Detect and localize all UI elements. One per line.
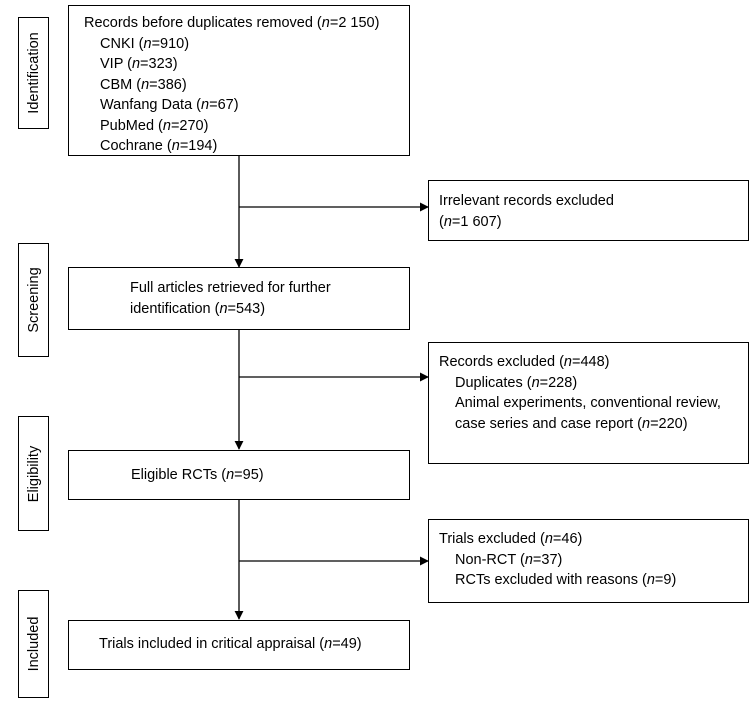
stage-screening: Screening — [18, 243, 49, 357]
eligible-lines: Eligible RCTs (n=95) — [131, 465, 409, 486]
count-value: 228 — [548, 374, 573, 391]
box-line: PubMed (n=270) — [100, 117, 209, 134]
box-line: case series and case report (n=220) — [455, 415, 688, 432]
records-excluded-lines: Records excluded (n=448) Duplicates (n=22… — [439, 352, 748, 434]
stage-included: Included — [18, 590, 49, 698]
box-line: CNKI (n=910) — [100, 35, 190, 52]
stage-eligibility: Eligibility — [18, 416, 49, 531]
included-lines: Trials included in critical appraisal (n… — [99, 634, 409, 655]
count-value: 270 — [179, 117, 204, 134]
count-value: 46 — [561, 531, 578, 547]
count-value: 95 — [242, 467, 259, 483]
included-box: Trials included in critical appraisal (n… — [68, 620, 410, 670]
box-line: Duplicates (n=228) — [455, 374, 578, 391]
count-value: 543 — [236, 300, 261, 317]
trials-excluded-lines: Trials excluded (n=46) Non-RCT (n=37) RCTs… — [439, 529, 748, 591]
box-line: CBM (n=386) — [100, 76, 187, 93]
box-line: RCTs excluded with reasons (n=9) — [455, 572, 677, 588]
count-value: 448 — [580, 354, 605, 370]
records-lines: Records before duplicates removed (n=2 1… — [84, 13, 409, 157]
count-value: 386 — [157, 76, 182, 93]
records-excluded-box: Records excluded (n=448) Duplicates (n=22… — [428, 342, 749, 464]
box-line: Animal experiments, conventional review, — [455, 395, 721, 411]
full-articles-lines: Full articles retrieved for further ident… — [130, 278, 409, 319]
irrelevant-lines: Irrelevant records excluded (n=1 607) — [439, 191, 748, 232]
box-line: Cochrane (n=194) — [100, 138, 218, 154]
count-value: 220 — [658, 415, 683, 432]
box-line: Trials excluded (n=46) — [439, 531, 583, 547]
stage-identification: Identification — [18, 17, 49, 129]
count-value: 67 — [217, 97, 234, 113]
box-line: VIP (n=323) — [100, 56, 178, 72]
count-value: 49 — [340, 636, 357, 652]
records-box: Records before duplicates removed (n=2 1… — [68, 5, 410, 156]
box-line: Eligible RCTs (n=95) — [131, 467, 264, 483]
count-value: 1 607 — [460, 213, 497, 230]
trials-excluded-box: Trials excluded (n=46) Non-RCT (n=37) RCTs… — [428, 519, 749, 603]
box-line: Wanfang Data (n=67) — [100, 97, 239, 113]
box-line: Records before duplicates removed (n=2 1… — [84, 15, 380, 31]
irrelevant-excluded-box: Irrelevant records excluded (n=1 607) — [428, 180, 749, 241]
full-articles-box: Full articles retrieved for further ident… — [68, 267, 410, 330]
box-line: Irrelevant records excluded — [439, 193, 614, 209]
count-value: 2 150 — [338, 15, 375, 31]
box-line: Trials included in critical appraisal (n… — [99, 636, 362, 652]
count-value: 910 — [160, 35, 185, 52]
count-value: 194 — [188, 138, 213, 154]
box-line: Full articles retrieved for further — [130, 280, 331, 296]
eligible-box: Eligible RCTs (n=95) — [68, 450, 410, 500]
box-line: Records excluded (n=448) — [439, 354, 610, 370]
count-value: 37 — [541, 551, 558, 568]
count-value: 9 — [663, 572, 672, 588]
box-line: identification (n=543) — [130, 300, 266, 317]
box-line: (n=1 607) — [439, 213, 502, 230]
box-line: Non-RCT (n=37) — [455, 551, 563, 568]
count-value: 323 — [148, 56, 173, 72]
